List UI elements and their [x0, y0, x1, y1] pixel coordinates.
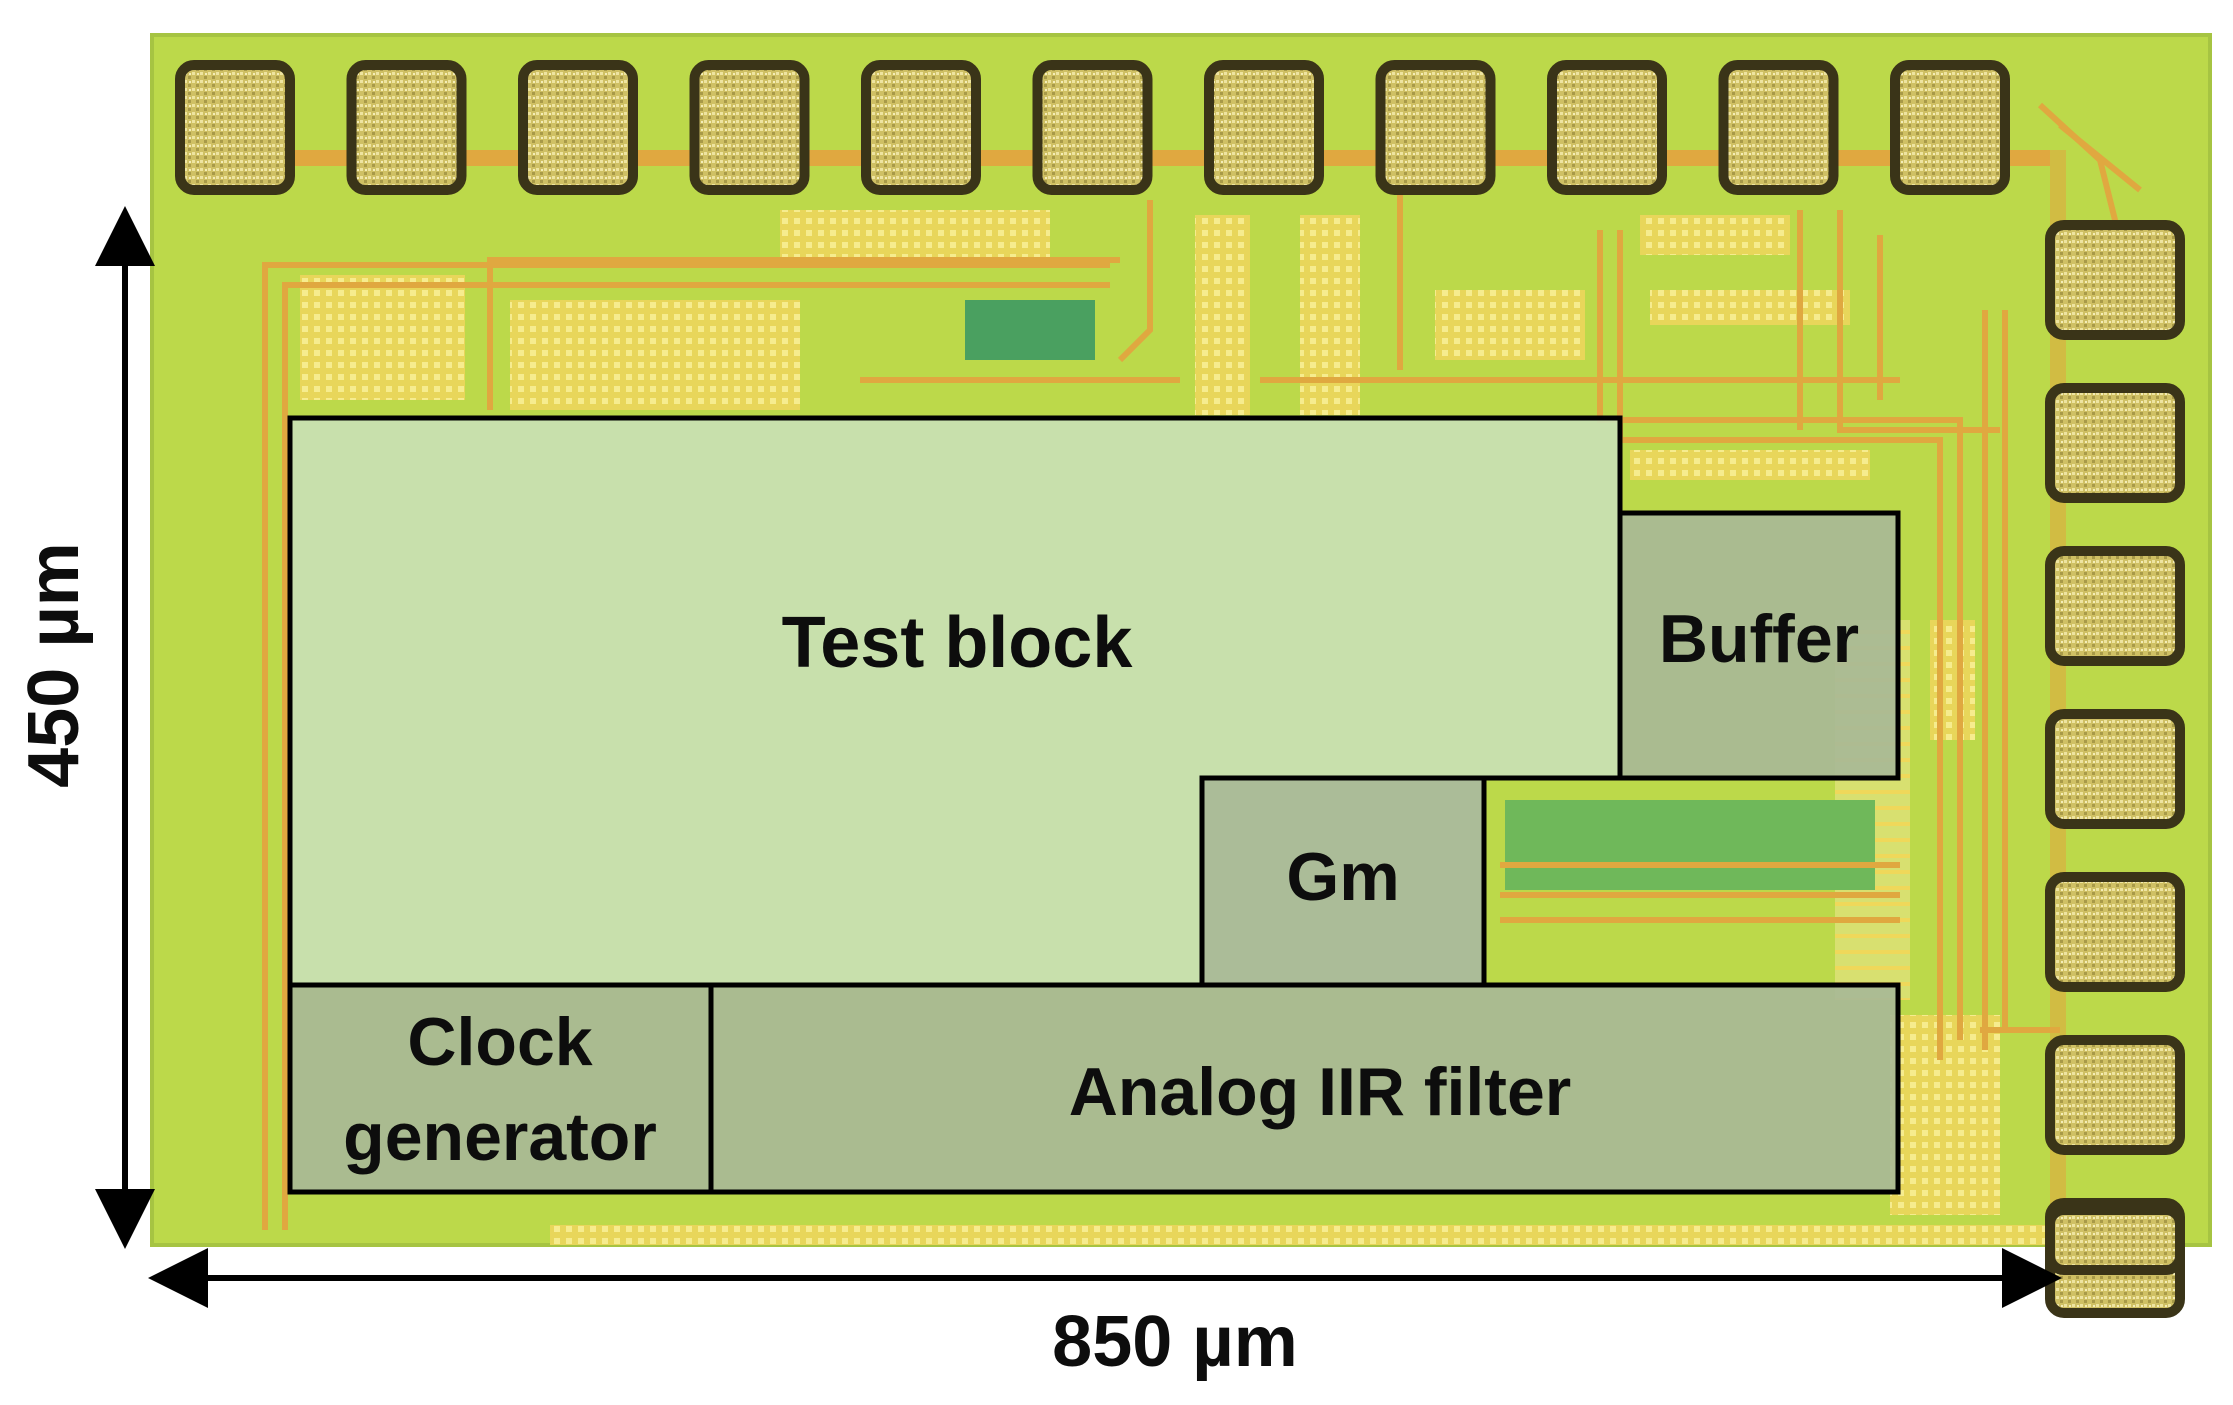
test-block-label: Test block: [782, 603, 1134, 683]
buffer-block: Buffer: [1617, 510, 1901, 781]
bond-pad-top: [1032, 60, 1153, 195]
bond-pad-top: [1375, 60, 1496, 195]
height-label: 450 µm: [14, 542, 94, 788]
bond-pad-top: [689, 60, 810, 195]
bond-pad-top: [518, 60, 638, 195]
clock-generator-block: Clock generator: [287, 982, 714, 1195]
bond-pad-top: [1204, 60, 1324, 195]
width-dimension: 850 µm: [148, 1248, 2062, 1382]
bond-pad-top: [1547, 60, 1667, 195]
width-label: 850 µm: [1052, 1302, 1298, 1382]
bond-pad-top: [861, 60, 981, 195]
bond-pad-right: [2045, 872, 2185, 992]
gm-block: Gm: [1199, 775, 1487, 988]
bond-pad-top: [1890, 60, 2010, 195]
bond-pad-top: [175, 60, 295, 195]
bond-pads-right: [2045, 220, 2185, 1318]
bond-pad-top: [346, 60, 467, 195]
bond-pad-right: [2045, 1035, 2185, 1155]
bond-pad-right: [2045, 220, 2185, 340]
analog-iir-filter-block: Analog IIR filter: [708, 982, 1901, 1195]
bond-pads-top: [175, 60, 2010, 195]
bond-pad-right: [2045, 383, 2185, 503]
bond-pad-right-partial: [2045, 1205, 2185, 1275]
bond-pad-right: [2045, 546, 2185, 666]
clock-generator-label-line1: Clock: [407, 1004, 592, 1080]
gm-label: Gm: [1286, 839, 1399, 915]
height-dimension: 450 µm: [14, 206, 155, 1249]
bond-pad-right: [2045, 709, 2185, 829]
analog-iir-filter-label: Analog IIR filter: [1069, 1054, 1571, 1130]
clock-generator-label-line2: generator: [343, 1099, 657, 1175]
buffer-label: Buffer: [1659, 601, 1859, 677]
bond-pad-top: [1718, 60, 1839, 195]
